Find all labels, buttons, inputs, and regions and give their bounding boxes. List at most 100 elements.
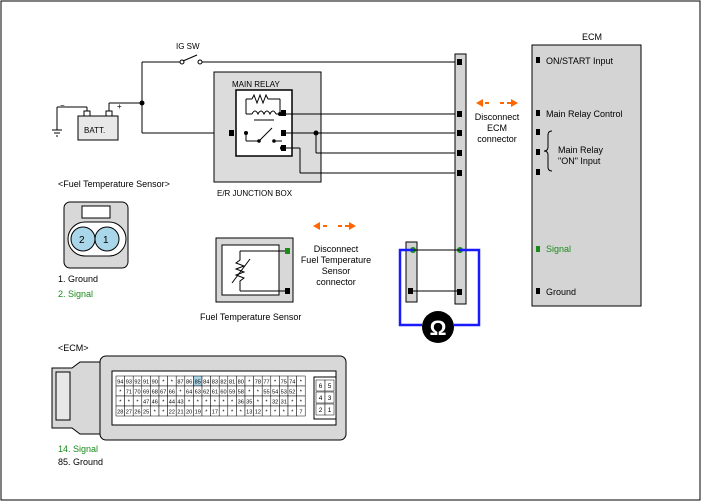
- ecm-pin-number: *: [188, 399, 191, 405]
- ecm-pin-number: 60: [220, 389, 226, 395]
- battery-minus: −: [60, 101, 65, 110]
- ecm-pin-number: *: [240, 409, 243, 415]
- ecm-pin-number: 77: [263, 379, 269, 385]
- ecm-pin-number: 82: [220, 379, 226, 385]
- relay-coil: [251, 110, 277, 116]
- ig-switch-group: IG SW: [141, 42, 458, 134]
- ecm-pin-cell: [296, 405, 306, 417]
- ecm-pin-number: 78: [255, 379, 261, 385]
- disconnect-fts-annotation: Disconnect Fuel Temperature Sensor conne…: [301, 222, 371, 287]
- ecm-pin-number: 75: [281, 379, 287, 385]
- ecm-section-title: <ECM>: [58, 343, 89, 353]
- ecm-pin-number: 43: [177, 399, 183, 405]
- ecm-pin-number: 58: [238, 389, 244, 395]
- ecm-pin-number: 55: [263, 389, 269, 395]
- ecm-box: [531, 44, 642, 307]
- relay-switch-blade: [259, 127, 273, 141]
- disconnect-ecm-annotation: Disconnect ECM connector: [475, 99, 520, 144]
- ohmmeter-symbol: [422, 311, 454, 343]
- disconnect-fts-line3: Sensor: [322, 266, 351, 276]
- ecm-small-number: 3: [328, 395, 332, 402]
- ig-switch-blade: [182, 54, 198, 62]
- ecm-harness-connector: [454, 53, 467, 305]
- ecm-pin-number: 27: [126, 409, 132, 415]
- ecm-pin-number: *: [162, 409, 165, 415]
- ecm-pin-number: *: [300, 389, 303, 395]
- ecm-pin-number: *: [119, 389, 122, 395]
- ecm-pin-number: 44: [169, 399, 175, 405]
- battery-plus: +: [117, 102, 122, 111]
- ecm-pin-number: 35: [246, 399, 252, 405]
- ohm-glyph: Ω: [430, 317, 447, 340]
- ecm-pin-number: *: [162, 379, 165, 385]
- ecm-pin-number: *: [128, 399, 131, 405]
- ecm-pin-number: *: [222, 409, 225, 415]
- ecm-pin-number: 63: [195, 389, 201, 395]
- ecm-pin-number: *: [274, 409, 277, 415]
- ecm-pin-number: *: [248, 379, 251, 385]
- ecm-title: ECM: [582, 32, 602, 42]
- ecm-pin-number: 32: [272, 399, 278, 405]
- ecm-pin-on-start: ON/START Input: [546, 56, 614, 66]
- ecm-pin-number: 47: [143, 399, 149, 405]
- ecm-pin-number: *: [257, 399, 260, 405]
- ecm-pin-number: 52: [289, 389, 295, 395]
- fts-connector-latch: [81, 205, 111, 219]
- ecm-pin-number: *: [300, 379, 303, 385]
- ecm-small-cell: [324, 403, 335, 416]
- fts-component-label: Fuel Temperature Sensor: [200, 312, 301, 322]
- ecm-pin-number: 61: [212, 389, 218, 395]
- ecm-pin-number: *: [205, 409, 208, 415]
- junction-box-group: E/R JUNCTION BOX MAIN RELAY: [213, 71, 458, 198]
- ecm-pin-number: *: [231, 409, 234, 415]
- probe-lead-left: [398, 248, 422, 327]
- ecm-pin-number: 70: [134, 389, 140, 395]
- fts-connector-view: <Fuel Temperature Sensor> 2 1 1. Ground …: [58, 179, 170, 299]
- ecm-pin-number: 36: [238, 399, 244, 405]
- ecm-pin-number: *: [179, 389, 182, 395]
- fts-harness-connector: [405, 241, 418, 303]
- ecm-pin-number: 91: [143, 379, 149, 385]
- ecm-pin-number: 59: [229, 389, 235, 395]
- ecm-pin-number: 80: [238, 379, 244, 385]
- battery-terminal-neg: [83, 110, 91, 117]
- ecm-pin-number: 31: [281, 399, 287, 405]
- ecm-pin-number: 86: [186, 379, 192, 385]
- ecm-pin-number: 26: [134, 409, 140, 415]
- battery-box: [77, 115, 119, 141]
- ecm-pin-number: *: [171, 379, 174, 385]
- ecm-small-number: 5: [328, 383, 332, 390]
- ecm-legend-signal: 14. Signal: [58, 444, 98, 454]
- ecm-pin-number: 92: [134, 379, 140, 385]
- ecm-pin-number: 81: [229, 379, 235, 385]
- ecm-pin-main-relay-on-1: Main Relay: [558, 145, 604, 155]
- disconnect-ecm-line3: connector: [477, 134, 517, 144]
- disconnect-fts-line2: Fuel Temperature: [301, 255, 371, 265]
- ecm-pin-number: *: [248, 389, 251, 395]
- ecm-pin-number: *: [162, 399, 165, 405]
- disconnect-fts-line1: Disconnect: [314, 244, 359, 254]
- ecm-pin-number: 20: [186, 409, 192, 415]
- ecm-pin-main-relay-control: Main Relay Control: [546, 109, 623, 119]
- battery-label: BATT.: [84, 126, 105, 135]
- ecm-pin-number: 93: [126, 379, 132, 385]
- battery-group: BATT. − +: [52, 100, 145, 141]
- ecm-pin-number: *: [205, 399, 208, 405]
- ecm-connector-strip: [454, 53, 467, 305]
- ecm-pin-number: *: [291, 409, 294, 415]
- ecm-pin-number: 67: [160, 389, 166, 395]
- ecm-pin-number: 46: [152, 399, 158, 405]
- ecm-pin-number: 66: [169, 389, 175, 395]
- ecm-pin-number: 19: [195, 409, 201, 415]
- ecm-pin-signal: Signal: [546, 244, 571, 254]
- ecm-pin-number: *: [257, 389, 260, 395]
- ecm-small-number: 2: [319, 407, 323, 414]
- ecm-pin-number: *: [291, 399, 294, 405]
- ecm-pin-number: *: [265, 399, 268, 405]
- ecm-pin-main-relay-on-2: "ON" Input: [558, 156, 601, 166]
- fts-pin-1: [94, 226, 120, 252]
- fts-pin-2-label: 2: [79, 235, 85, 246]
